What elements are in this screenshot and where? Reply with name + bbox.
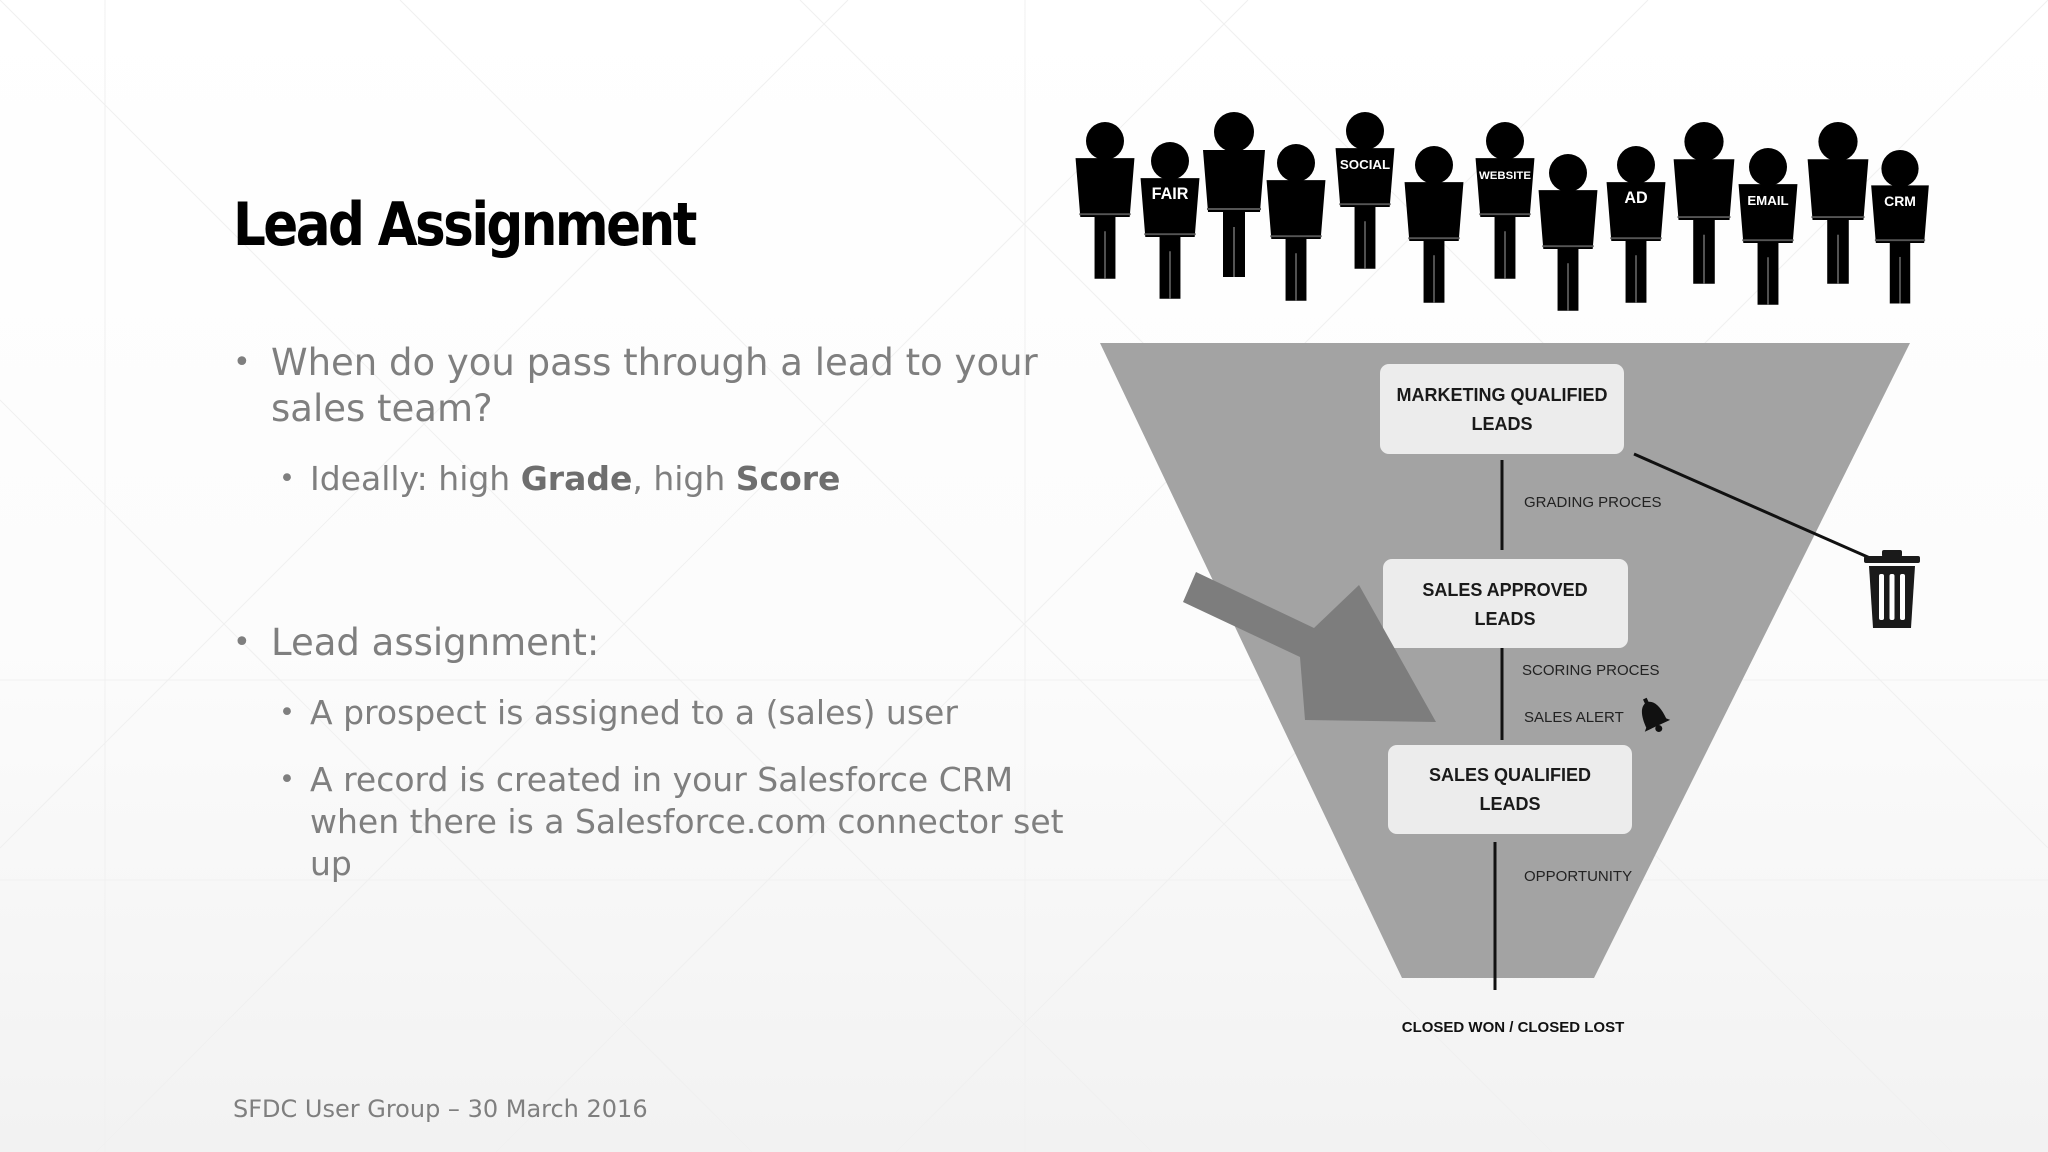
step-sales-alert: SALES ALERT [1524,709,1624,726]
person-icon: WEBSITE [1475,122,1535,279]
lead-source-label: FAIR [1152,185,1189,203]
arrow-icon [1183,572,1436,722]
slide-title: Lead Assignment [233,190,697,260]
person-icon [1807,122,1869,284]
sub-bullet-text: A record is created in your Salesforce C… [310,760,1064,883]
grade-emphasis: Grade [520,459,633,498]
person-icon [1266,144,1326,301]
stage-box [1380,364,1624,454]
trash-icon [1864,550,1920,628]
discard-line [1633,452,1871,560]
stage-sales-qualified: SALES QUALIFIED LEADS [1388,745,1632,834]
bell-icon [1641,697,1671,733]
person-icon: SOCIAL [1335,112,1395,269]
bullet-text: Lead assignment: [271,621,600,664]
sub-bullet-text-middle: , high [632,459,736,498]
bullet-item: • Lead assignment: [233,620,1093,666]
person-icon: EMAIL [1738,148,1798,305]
person-icon: CRM [1871,150,1929,304]
bullet-text: When do you pass through a lead to your … [271,341,1038,430]
bullet-dot: • [279,764,295,795]
person-icon [1404,146,1464,303]
lead-source-label: CRM [1884,193,1916,209]
stage-label-line2: LEADS [1479,794,1540,814]
stage-box [1383,559,1628,648]
score-emphasis: Score [735,459,841,498]
bullet-dot: • [233,345,251,380]
bullet-dot: • [279,463,295,494]
slide-footer: SFDC User Group – 30 March 2016 [233,1095,648,1123]
stage-label-line2: LEADS [1474,609,1535,629]
step-opportunity: OPPORTUNITY [1524,868,1632,885]
person-icon: AD [1606,146,1666,303]
bullet-item: • When do you pass through a lead to you… [233,340,1093,432]
sub-bullet-text-prefix: Ideally: high [310,459,521,498]
step-grading: GRADING PROCES [1524,494,1662,511]
stage-label-line1: SALES QUALIFIED [1429,765,1591,785]
stage-label-line1: SALES APPROVED [1422,580,1587,600]
person-icon [1075,122,1135,279]
stage-label-line1: MARKETING QUALIFIED [1397,385,1608,405]
sub-bullet-item: • Ideally: high Grade, high Score [233,458,1093,500]
lead-sources: FAIR SOCIAL WEBSITE AD EMAIL CRM [1075,112,1929,311]
sub-bullet-text: A prospect is assigned to a (sales) user [310,693,958,732]
bullet-dot: • [279,697,295,728]
lead-source-label: AD [1624,189,1647,207]
sub-bullet-text: Ideally: high Grade, high Score [310,458,1093,500]
person-icon [1203,112,1265,277]
end-label: CLOSED WON / CLOSED LOST [1402,1019,1625,1036]
sub-bullet-item: • A prospect is assigned to a (sales) us… [233,692,1093,734]
person-icon [1538,154,1598,311]
lead-source-label: SOCIAL [1340,157,1390,172]
stage-sales-approved: SALES APPROVED LEADS [1383,559,1628,648]
person-icon: FAIR [1140,142,1200,299]
funnel-shape [1100,343,1910,978]
person-icon [1673,122,1735,284]
stage-box [1388,745,1632,834]
bullet-dot: • [233,625,251,660]
step-scoring: SCORING PROCES [1522,662,1660,679]
lead-source-label: EMAIL [1747,193,1788,208]
stage-marketing-qualified: MARKETING QUALIFIED LEADS [1380,364,1624,454]
lead-source-label: WEBSITE [1479,170,1531,182]
sub-bullet-item: • A record is created in your Salesforce… [233,759,1093,885]
stage-label-line2: LEADS [1471,414,1532,434]
